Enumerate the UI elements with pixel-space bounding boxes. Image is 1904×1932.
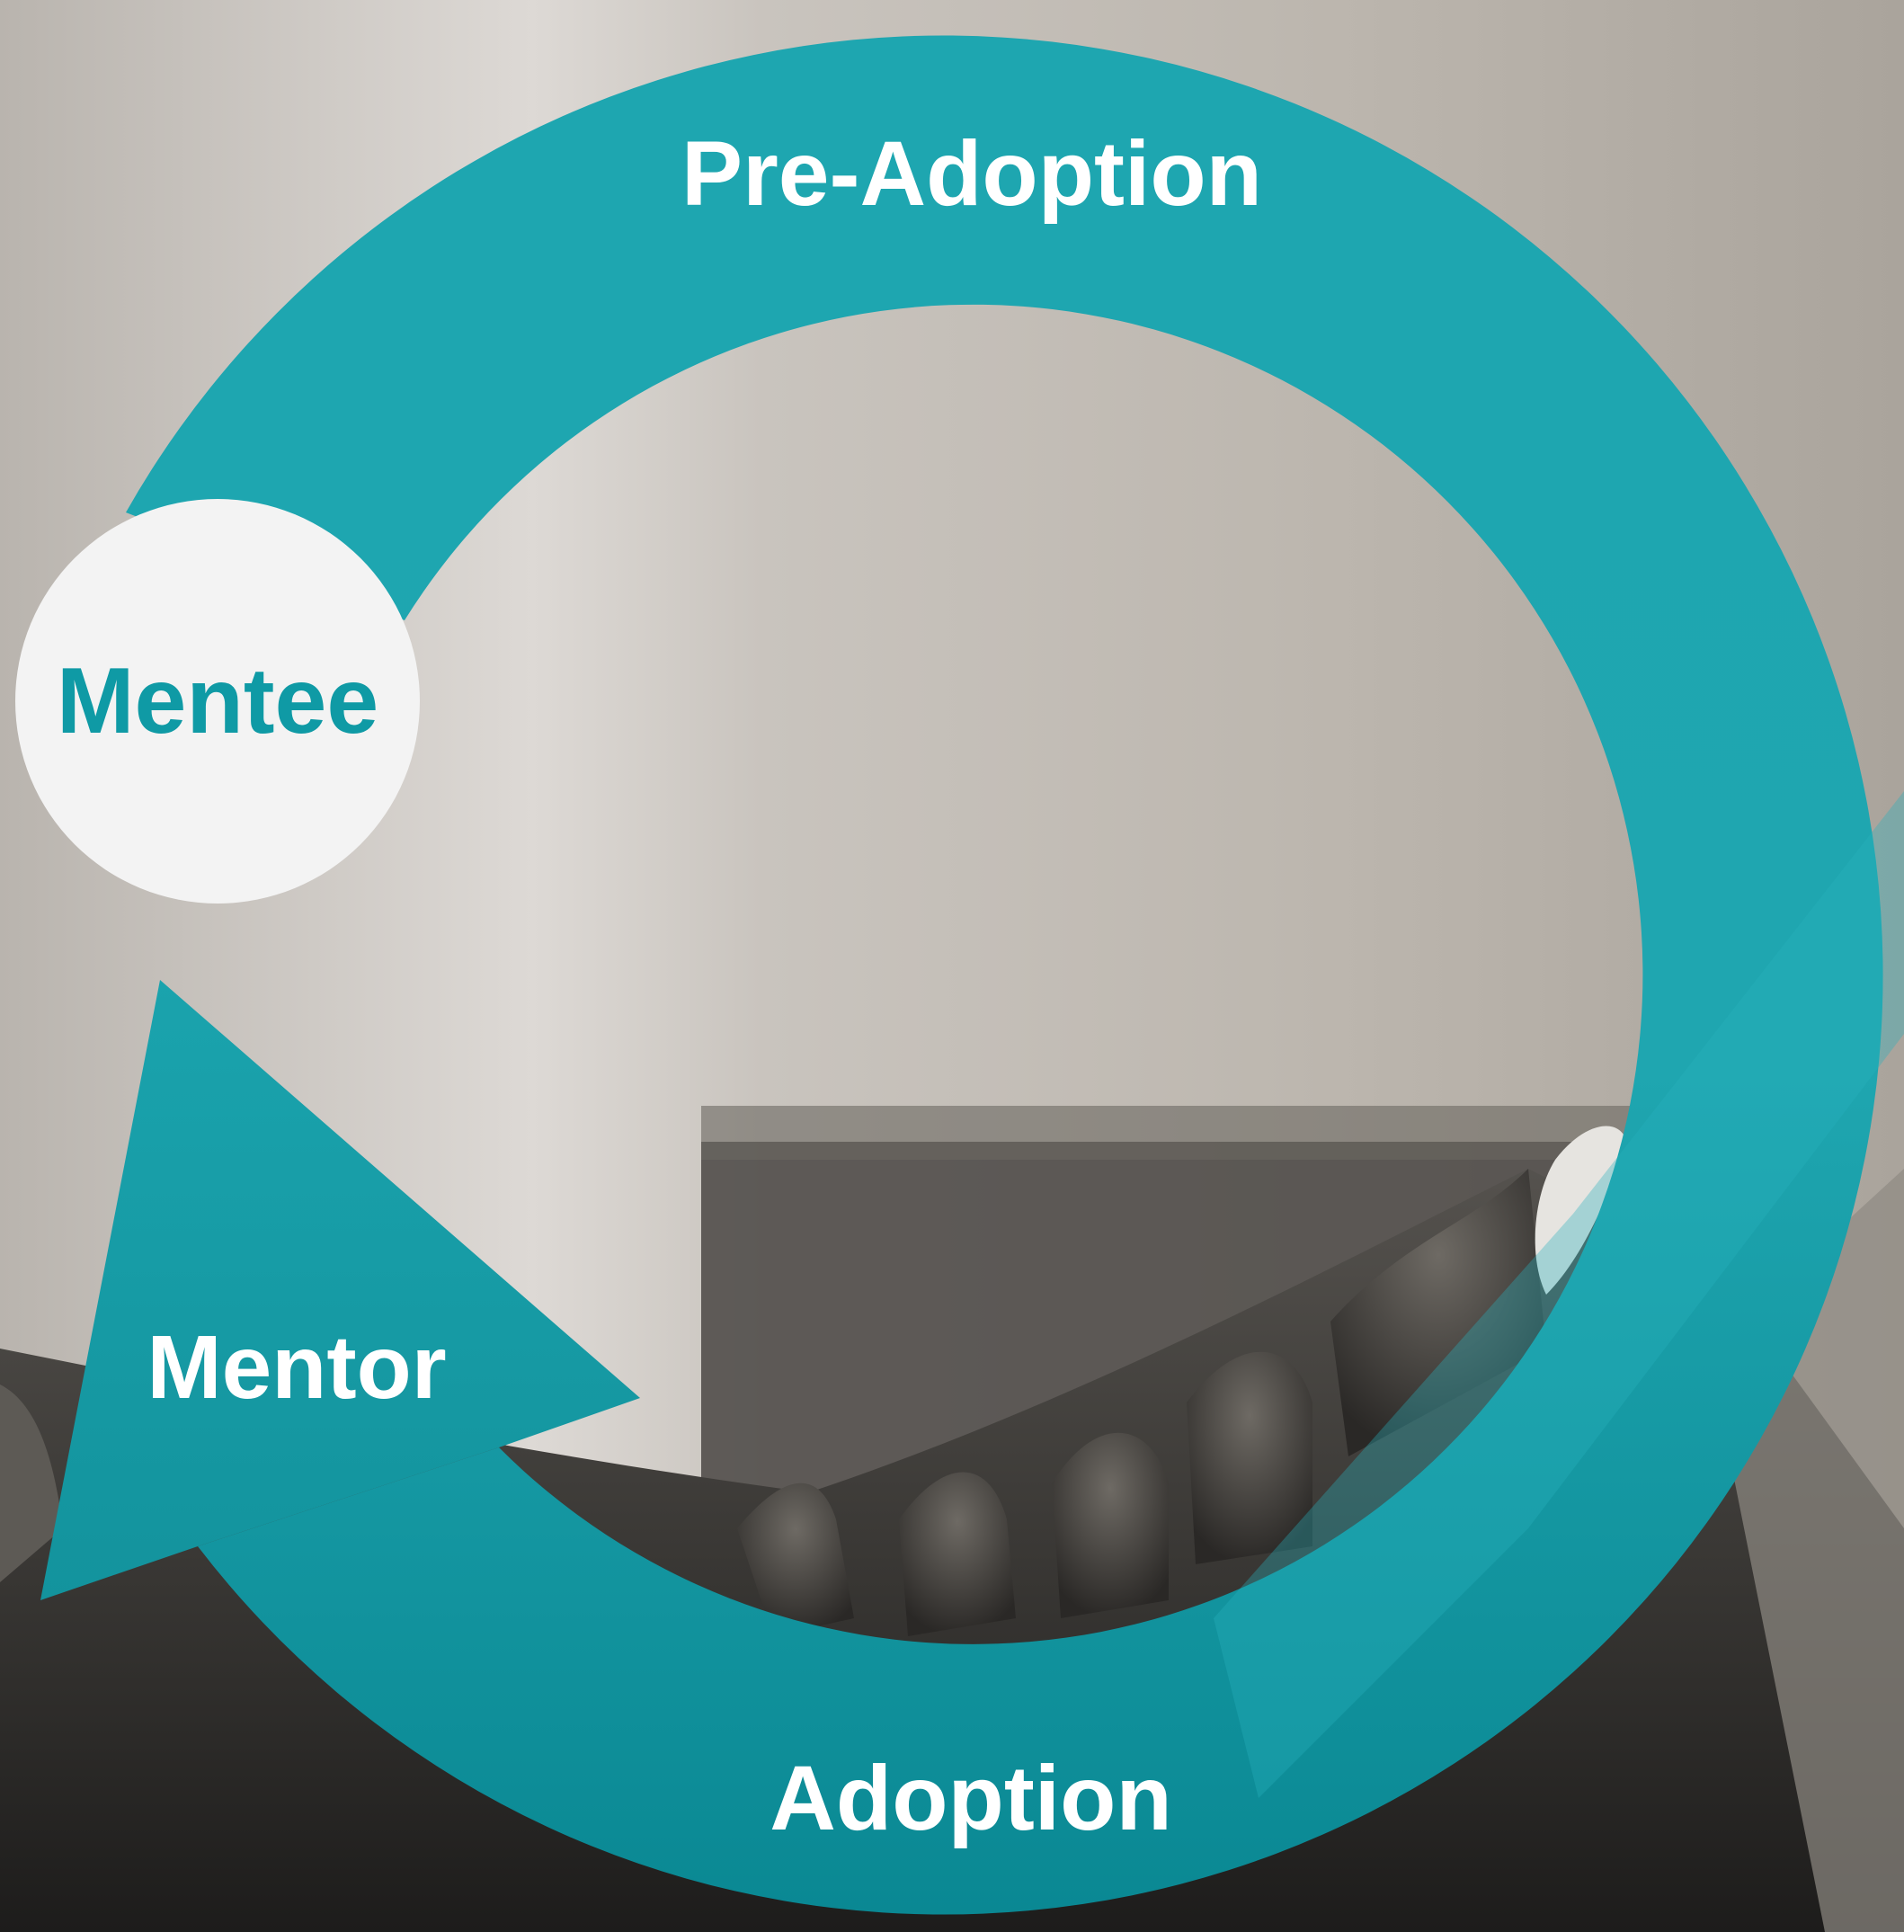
adoption-label: Adoption	[770, 1747, 1172, 1849]
mentee-circle	[15, 499, 420, 904]
mentee-label: Mentee	[57, 649, 378, 753]
mentor-label: Mentor	[147, 1317, 446, 1418]
cycle-arrow-head	[40, 980, 640, 1600]
ring-highlight	[1214, 791, 1904, 1798]
pre-adoption-label: Pre-Adoption	[681, 122, 1262, 225]
